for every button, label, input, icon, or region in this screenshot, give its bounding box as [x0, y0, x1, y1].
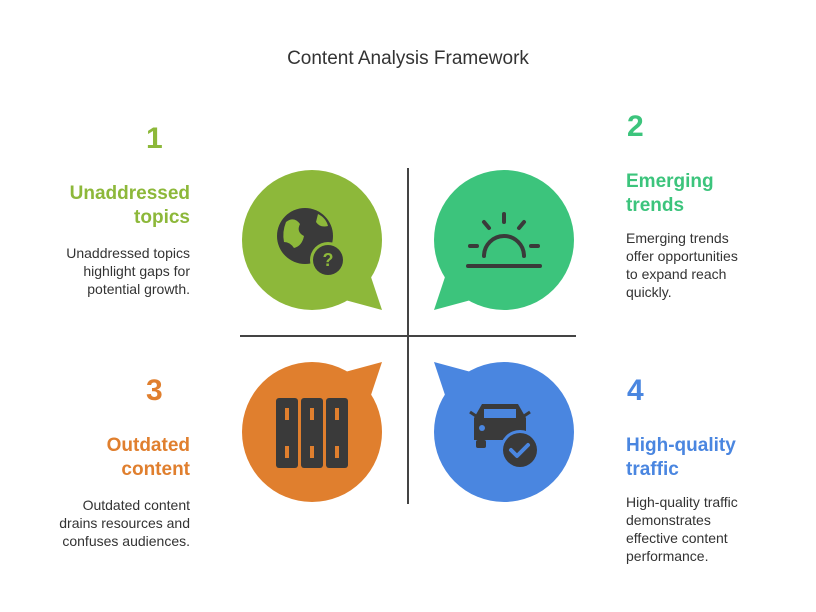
- car-check-icon: [469, 404, 540, 470]
- quadrant-2-bubble: [434, 170, 574, 310]
- quadrant-1-number: 1: [146, 122, 163, 155]
- globe-question-icon: ?: [277, 208, 346, 278]
- quadrant-1-heading: Unaddressed topics: [69, 183, 190, 228]
- quadrant-3-heading: Outdated content: [106, 435, 190, 480]
- quadrant-4-heading: High-quality traffic: [626, 435, 736, 480]
- quadrant-2-heading: Emerging trends: [626, 171, 714, 216]
- quadrant-2-description: Emerging trends offer opportunities to e…: [626, 230, 738, 300]
- quadrant-3-number: 3: [146, 374, 163, 407]
- quadrant-4-number: 4: [627, 374, 644, 407]
- diagram-title: Content Analysis Framework: [287, 48, 529, 69]
- quadrant-4-description: High-quality traffic demonstrates effect…: [626, 494, 738, 564]
- quadrant-1-description: Unaddressed topics highlight gaps for po…: [66, 245, 190, 297]
- quadrant-2-number: 2: [627, 110, 644, 143]
- svg-text:?: ?: [323, 250, 334, 270]
- quadrant-3-description: Outdated content drains resources and co…: [59, 497, 190, 549]
- sunrise-icon: [466, 212, 542, 268]
- binders-icon: [276, 398, 348, 468]
